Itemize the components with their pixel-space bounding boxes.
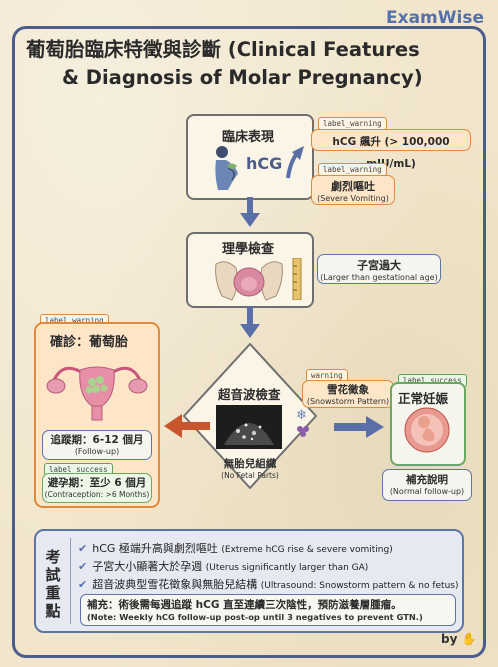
vomiting-en: (Severe Vomiting) <box>317 194 389 203</box>
arrow-down-icon <box>240 197 260 229</box>
checkmark-icon: ✔ <box>78 542 88 555</box>
no-fetal-en: (No Fetal Parts) <box>221 471 279 480</box>
clinical-heading: 臨床表現 <box>222 130 275 145</box>
checkmark-icon: ✔ <box>78 578 88 591</box>
physical-heading: 理學檢查 <box>222 242 275 257</box>
kp-title-char: 考 <box>45 548 61 566</box>
hcg-rise-box: hCG 飆升 (> 100,000 mIU/mL) <box>311 129 471 170</box>
kp-divider <box>70 538 71 624</box>
normal-note-en: (Normal follow-up) <box>389 487 465 496</box>
kp-title-char: 重 <box>45 584 61 602</box>
contraception-zh: 避孕期：至少 6 個月 <box>47 477 147 489</box>
ultrasound-heading: 超音波檢查 <box>218 387 281 402</box>
normal-heading: 正常妊娠 <box>398 391 449 406</box>
follow-up-zh: 追蹤期：6-12 個月 <box>50 434 144 446</box>
grape-icon <box>296 424 310 438</box>
key-point-zh: hCG 極端升高與劇烈嘔吐 <box>92 542 218 555</box>
key-point-en: (Uterus significantly larger than GA) <box>205 563 369 573</box>
kp-title-char: 試 <box>45 566 61 584</box>
key-point-item: ✔ 子宮大小顯著大於孕週 (Uterus significantly larger… <box>78 558 368 574</box>
footer-by-text: by <box>441 632 458 646</box>
arrow-right-icon <box>334 416 384 438</box>
normal-note-box: 補充說明 (Normal follow-up) <box>382 469 472 501</box>
snowflake-icon: ❄ <box>296 408 307 423</box>
contraception-en: (Contraception: >6 Months) <box>44 490 150 499</box>
supplement-zh: 補充：術後需每週追蹤 hCG 直至連續三次陰性，預防滋養層腫瘤。 <box>87 599 402 611</box>
uterus-larger-en: (Larger than gestational age) <box>320 273 438 282</box>
uterus-ovaries-icon <box>44 350 150 424</box>
severe-vomiting-box: 劇烈嘔吐 (Severe Vomiting) <box>311 175 395 205</box>
pelvis-uterus-icon <box>212 256 286 304</box>
supplement-box: 補充：術後需每週追蹤 hCG 直至連續三次陰性，預防滋養層腫瘤。 (Note: … <box>80 594 456 626</box>
key-point-item: ✔ 超音波典型雪花徵象與無胎兒結構 (Ultrasound: Snowstorm … <box>78 576 458 592</box>
follow-up-box: 追蹤期：6-12 個月 (Follow-up) <box>42 430 152 460</box>
snowstorm-en: (Snowstorm Pattern) <box>306 397 390 406</box>
contraception-box: 避孕期：至少 6 個月 (Contraception: >6 Months) <box>42 473 152 503</box>
nausea-icon <box>225 160 239 174</box>
vomiting-zh: 劇烈嘔吐 <box>331 180 375 193</box>
ultrasound-image-icon <box>216 405 282 449</box>
follow-up-en: (Follow-up) <box>74 447 120 456</box>
key-point-en: (Extreme hCG rise & severe vomiting) <box>221 545 393 555</box>
page-title: 葡萄胎臨床特徵與診斷 (Clinical Features & Diagnosi… <box>26 36 476 92</box>
supplement-en: (Note: Weekly hCG follow-up post-op unti… <box>87 612 423 622</box>
ruler-icon <box>292 258 302 300</box>
uterus-larger-zh: 子宮過大 <box>357 259 401 272</box>
footer-by: by ✋ <box>441 632 477 646</box>
normal-note-zh: 補充說明 <box>406 474 448 486</box>
kp-title-char: 點 <box>45 602 61 620</box>
no-fetal-zh: 無胎兒組織 <box>223 458 277 470</box>
fetus-icon <box>404 406 450 454</box>
key-point-item: ✔ hCG 極端升高與劇烈嘔吐 (Extreme hCG rise & sever… <box>78 540 393 556</box>
key-point-zh: 子宮大小顯著大於孕週 <box>92 560 203 573</box>
snowstorm-zh: 雪花徵象 <box>327 384 369 396</box>
snowstorm-box: 雪花徵象 (Snowstorm Pattern) <box>302 380 394 408</box>
arrow-down-icon <box>240 306 260 340</box>
key-point-en: (Ultrasound: Snowstorm pattern & no fetu… <box>260 581 459 591</box>
diagnosis-heading: 確診：葡萄胎 <box>50 335 129 350</box>
hcg-label: hCG <box>246 154 283 173</box>
title-line-1: 葡萄胎臨床特徵與診斷 (Clinical Features <box>26 38 420 61</box>
wave-hand-icon: ✋ <box>461 632 477 646</box>
arrow-left-icon <box>164 414 210 438</box>
title-line-2: & Diagnosis of Molar Pregnancy) <box>62 66 423 89</box>
checkmark-icon: ✔ <box>78 560 88 573</box>
brand-logo: ExamWise <box>386 8 484 28</box>
poster-frame <box>12 26 486 658</box>
key-points-title: 考 試 重 點 <box>44 548 62 620</box>
uterus-larger-box: 子宮過大 (Larger than gestational age) <box>317 254 441 284</box>
key-point-zh: 超音波典型雪花徵象與無胎兒結構 <box>92 578 258 591</box>
rising-arrow-icon <box>284 144 306 180</box>
